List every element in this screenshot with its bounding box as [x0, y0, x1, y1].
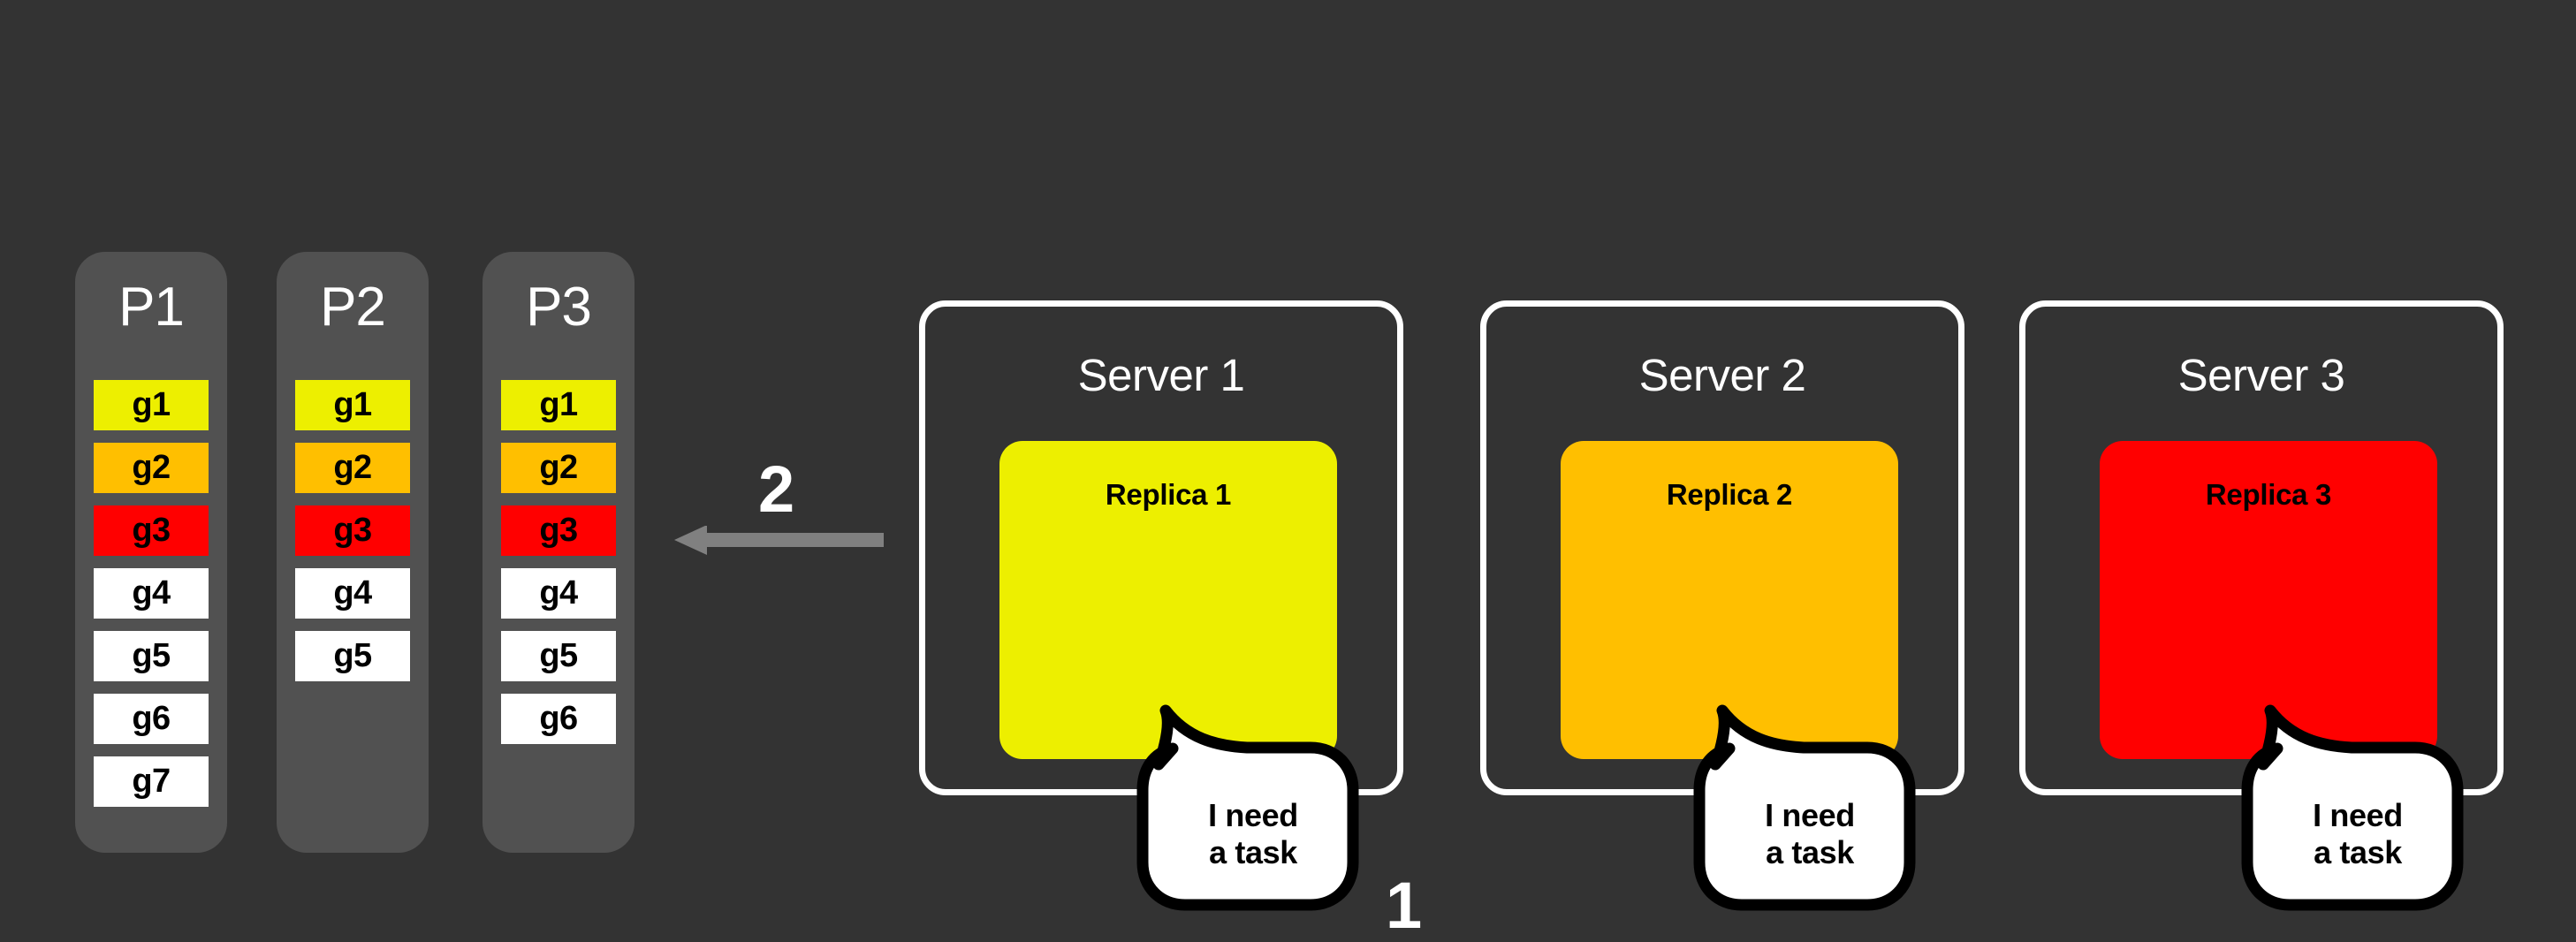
partition-item-p2-g4: g4 [295, 568, 410, 619]
partition-item-p1-g6: g6 [94, 694, 209, 744]
server-title-3: Server 3 [2177, 350, 2345, 400]
partition-item-p2-g3: g3 [295, 505, 410, 556]
replica-box-2: Replica 2 [1561, 441, 1898, 759]
partition-item-p3-g3: g3 [501, 505, 616, 556]
speech-bubble-text-2: I need a task [1765, 797, 1855, 871]
replica-label-2: Replica 2 [1666, 478, 1793, 511]
partition-item-p1-g2: g2 [94, 443, 209, 493]
partition-column-p1: P1 g1 g2 g3 g4 g5 g6 g7 [75, 252, 227, 853]
speech-bubble-icon [1693, 704, 1916, 911]
assignment-arrow [667, 525, 884, 558]
replica-label-3: Replica 3 [2205, 478, 2332, 511]
partition-item-p1-g5: g5 [94, 631, 209, 681]
server-title-2: Server 2 [1638, 350, 1806, 400]
speech-bubble-text-1: I need a task [1208, 797, 1298, 871]
partition-item-p1-g3: g3 [94, 505, 209, 556]
speech-bubble-icon [2241, 704, 2464, 911]
partition-title-p3: P3 [526, 277, 592, 338]
server-title-1: Server 1 [1077, 350, 1245, 400]
partition-item-p2-g5: g5 [295, 631, 410, 681]
partition-title-p1: P1 [118, 277, 185, 338]
speech-bubble-2: I need a task [1691, 689, 1929, 937]
partition-item-p3-g6: g6 [501, 694, 616, 744]
partition-item-p3-g1: g1 [501, 380, 616, 430]
step-label-1: 1 [1386, 869, 1423, 942]
speech-bubble-icon [1136, 704, 1359, 911]
partition-column-p2: P2 g1 g2 g3 g4 g5 [277, 252, 429, 853]
arrow-left-icon [674, 525, 884, 555]
partition-item-p3-g5: g5 [501, 631, 616, 681]
partition-item-p3-g2: g2 [501, 443, 616, 493]
partition-item-p1-g4: g4 [94, 568, 209, 619]
speech-bubble-3: I need a task [2238, 689, 2477, 937]
partition-item-p1-g7: g7 [94, 756, 209, 807]
partition-column-p3: P3 g1 g2 g3 g4 g5 g6 [483, 252, 635, 853]
step-label-2: 2 [758, 452, 795, 526]
partition-item-p2-g2: g2 [295, 443, 410, 493]
partition-title-p2: P2 [320, 277, 386, 338]
replica-label-1: Replica 1 [1105, 478, 1232, 511]
partition-item-p1-g1: g1 [94, 380, 209, 430]
partition-item-p2-g1: g1 [295, 380, 410, 430]
speech-bubble-text-3: I need a task [2313, 797, 2403, 871]
speech-bubble-1: I need a task [1134, 689, 1372, 937]
partition-item-p3-g4: g4 [501, 568, 616, 619]
